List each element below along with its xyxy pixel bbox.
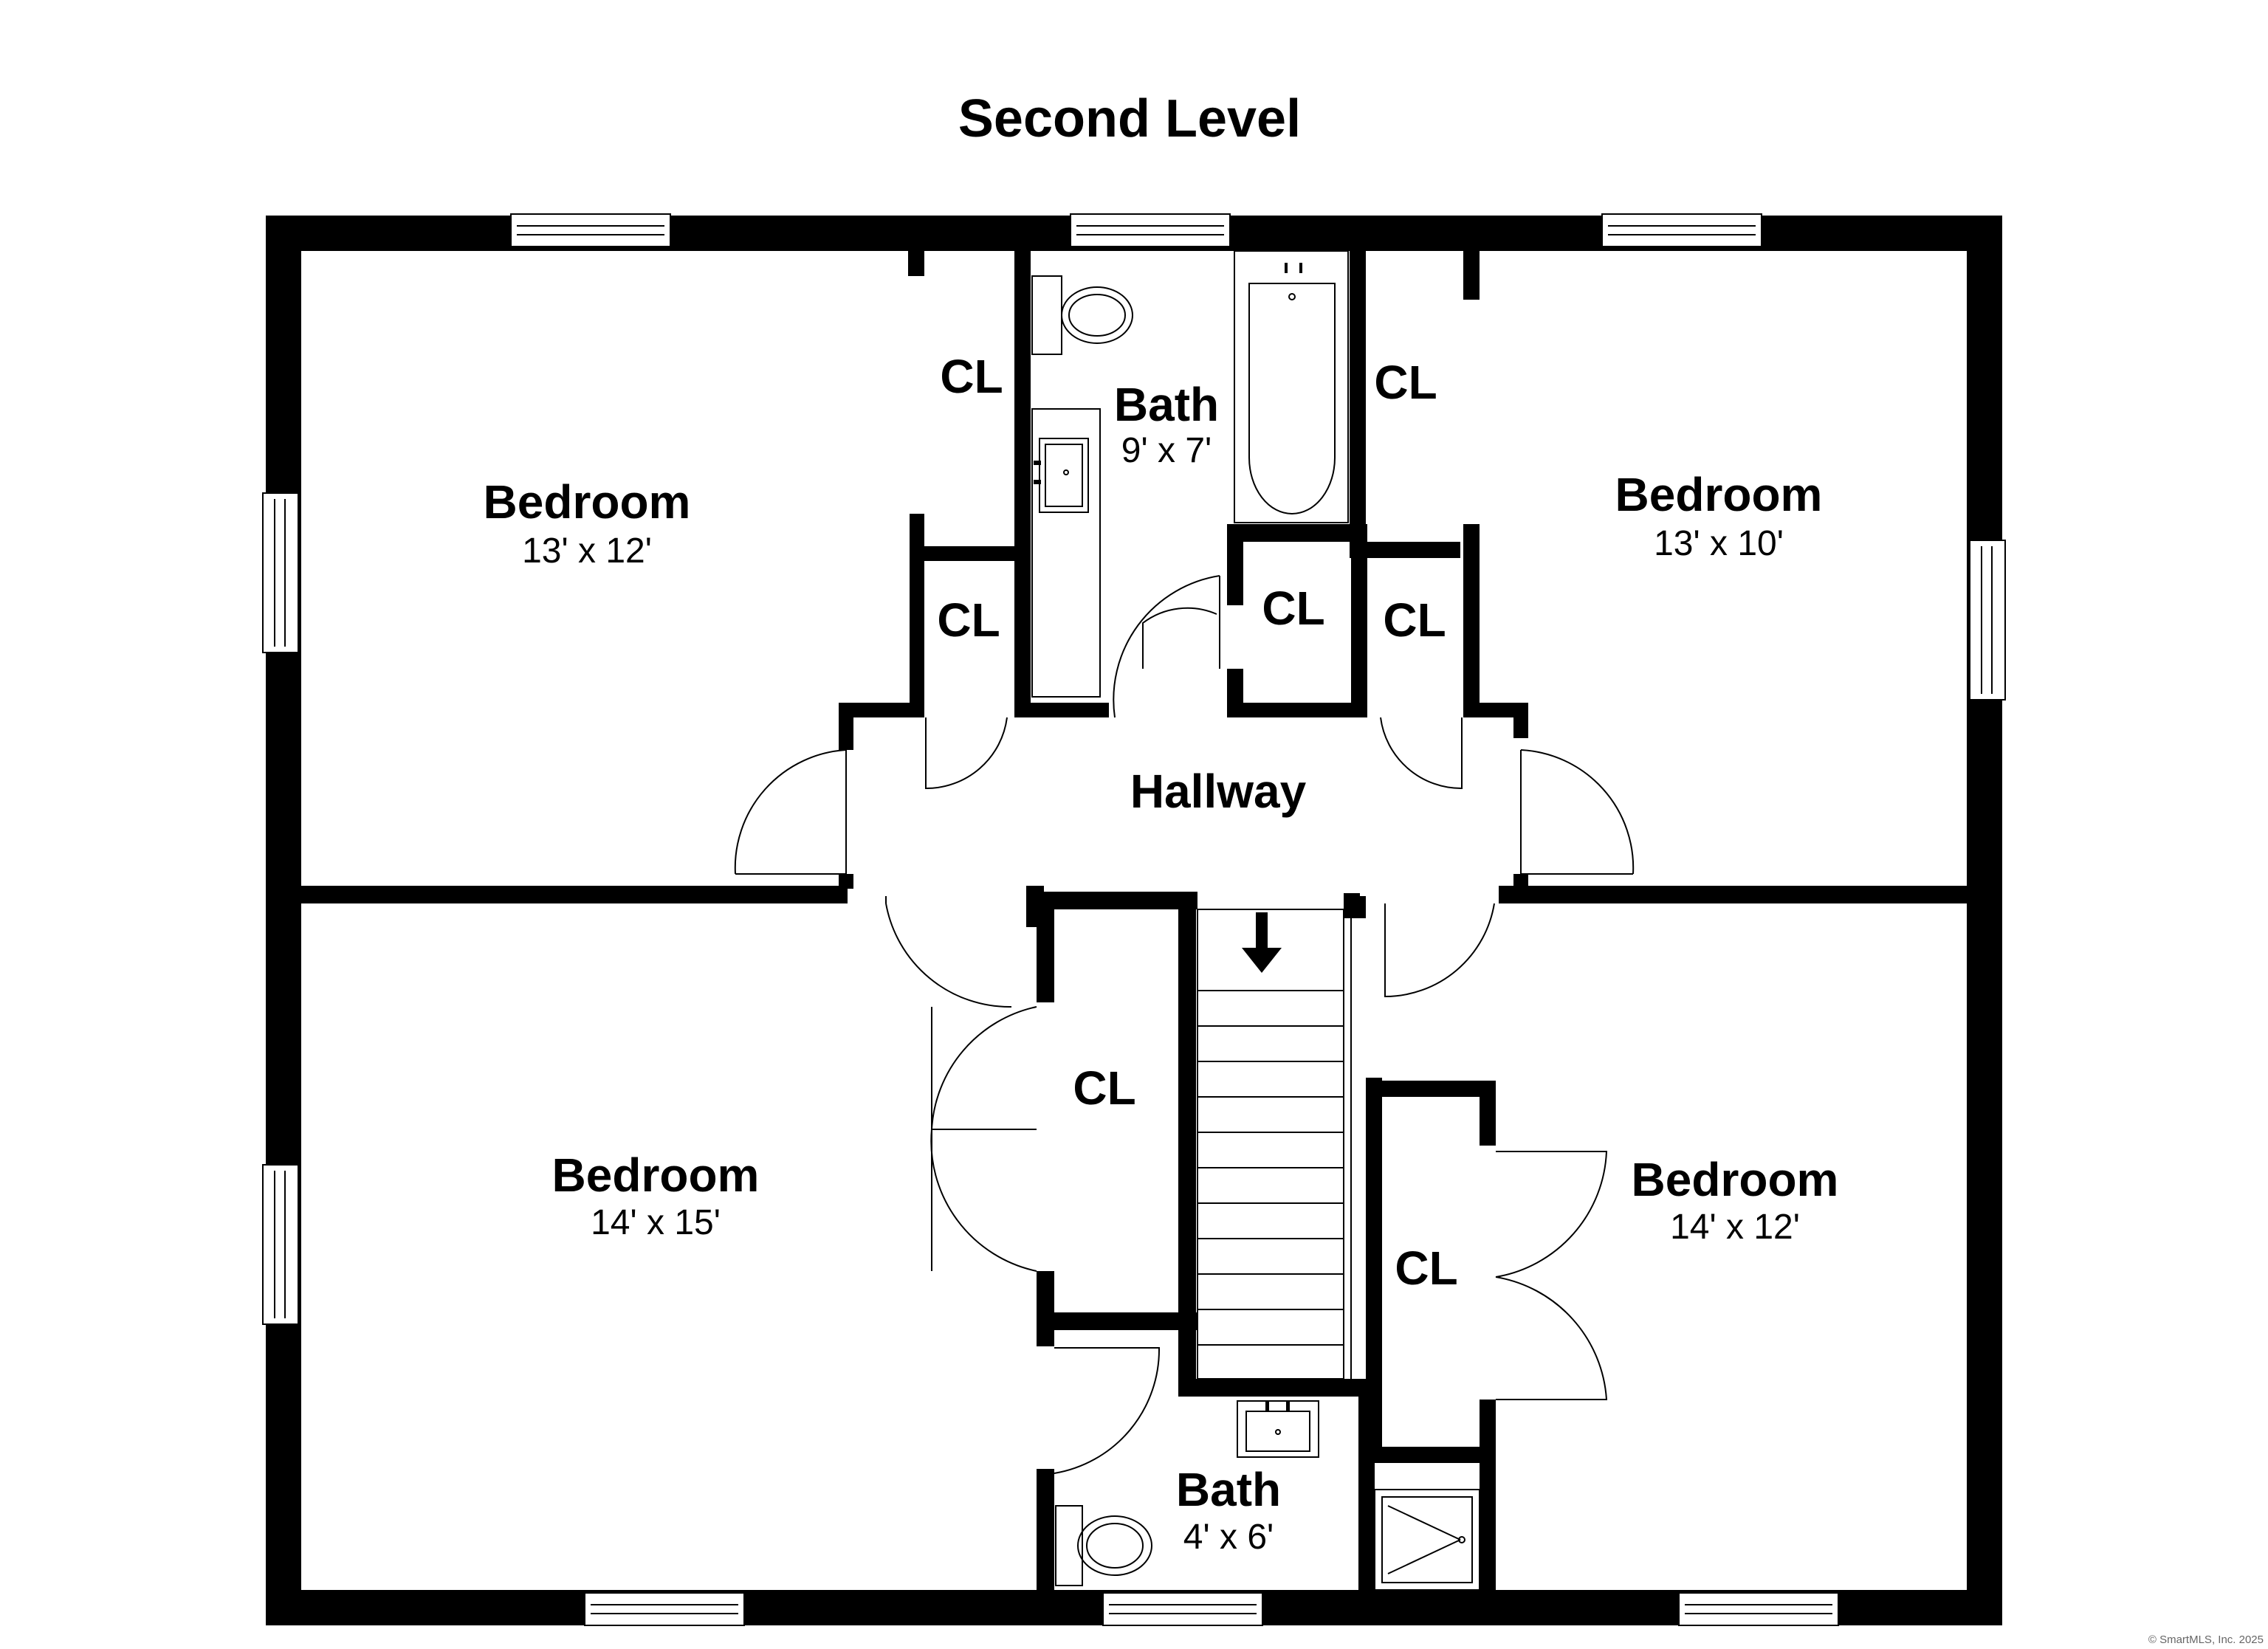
window (262, 1164, 299, 1325)
closet-label: CL (1395, 1242, 1457, 1295)
window (584, 1592, 745, 1626)
room-dimensions: 14' x 12' (1670, 1208, 1800, 1247)
closet-label: CL (940, 350, 1003, 403)
toilet-icon (1031, 275, 1133, 355)
window (1070, 213, 1231, 247)
window (262, 492, 299, 653)
closet-label: CL (1374, 356, 1437, 409)
door-swings (734, 575, 1635, 1474)
closet-label: CL (1262, 582, 1324, 635)
toilet-icon (1055, 1505, 1152, 1586)
page-title: Second Level (958, 89, 1301, 148)
window (1969, 540, 2006, 700)
room-labels: Bedroom 13' x 12' Bedroom 13' x 10' Bedr… (484, 350, 1839, 1557)
room-name: Bath (1176, 1463, 1281, 1516)
room-dimensions: 9' x 7' (1121, 431, 1212, 470)
room-name: Bath (1114, 378, 1219, 431)
windows (262, 213, 2006, 1626)
sink-icon (1031, 408, 1101, 698)
window (1678, 1592, 1839, 1626)
copyright: © SmartMLS, Inc. 2025 (2148, 1633, 2264, 1646)
window (510, 213, 671, 247)
down-arrow-icon (1242, 912, 1282, 973)
room-name: Bedroom (552, 1149, 760, 1202)
room-name: Bedroom (1632, 1153, 1839, 1206)
sink-icon (1237, 1400, 1319, 1458)
room-dimensions: 4' x 6' (1183, 1518, 1274, 1557)
window (1601, 213, 1762, 247)
shower-icon (1374, 1489, 1480, 1591)
interior-walls (301, 251, 1968, 1624)
room-dimensions: 13' x 12' (522, 531, 652, 571)
stairs (1197, 909, 1352, 1380)
room-name: Bedroom (1615, 468, 1823, 521)
room-dimensions: 13' x 10' (1654, 524, 1784, 563)
bathtub-icon (1234, 250, 1349, 523)
room-name: Hallway (1130, 765, 1307, 818)
window (1102, 1592, 1263, 1626)
closet-label: CL (937, 593, 1000, 647)
fixtures (1031, 250, 1480, 1591)
room-dimensions: 14' x 15' (591, 1203, 721, 1242)
room-name: Bedroom (484, 475, 691, 529)
closet-label: CL (1073, 1061, 1135, 1115)
closet-label: CL (1383, 593, 1446, 647)
